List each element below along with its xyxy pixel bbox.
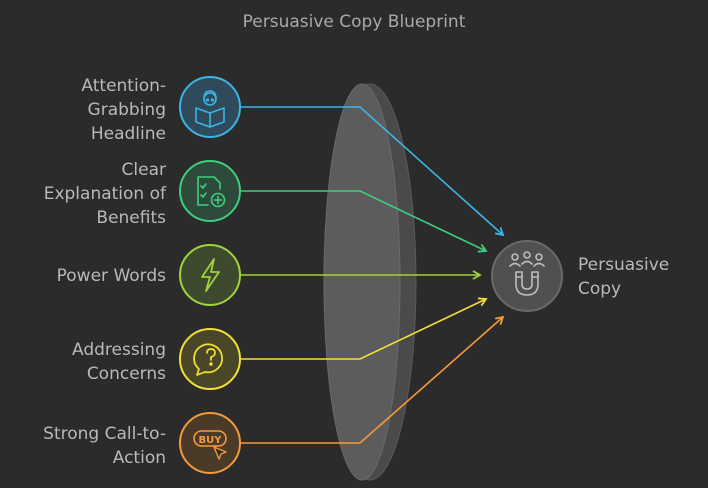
connector-concerns — [241, 297, 488, 360]
label-cta: Strong Call-to- Action — [43, 424, 166, 468]
label-power-words: Power Words — [56, 266, 166, 286]
connector-benefits — [241, 190, 488, 253]
label-headline: Attention- Grabbing Headline — [81, 76, 166, 144]
label-concerns: Addressing Concerns — [72, 340, 166, 384]
label-benefits: Clear Explanation of Benefits — [43, 160, 166, 228]
node-cta: BUY — [179, 412, 241, 474]
buy-click-icon: BUY — [193, 430, 227, 460]
svg-text:BUY: BUY — [199, 435, 223, 446]
node-power-words — [179, 244, 241, 306]
reader-icon — [195, 90, 225, 128]
lightning-icon — [201, 258, 220, 292]
question-bubble-icon — [193, 343, 223, 376]
lens — [323, 83, 417, 481]
document-plus-icon — [197, 176, 226, 208]
node-persuasive-copy — [491, 240, 563, 312]
connector-headline — [241, 106, 505, 237]
node-headline — [179, 76, 241, 138]
node-concerns — [179, 328, 241, 390]
magnet-people-icon — [509, 251, 545, 296]
connector-cta — [241, 315, 505, 444]
node-benefits — [179, 160, 241, 222]
label-persuasive-copy: Persuasive Copy — [578, 255, 670, 299]
diagram-title: Persuasive Copy Blueprint — [242, 12, 466, 32]
